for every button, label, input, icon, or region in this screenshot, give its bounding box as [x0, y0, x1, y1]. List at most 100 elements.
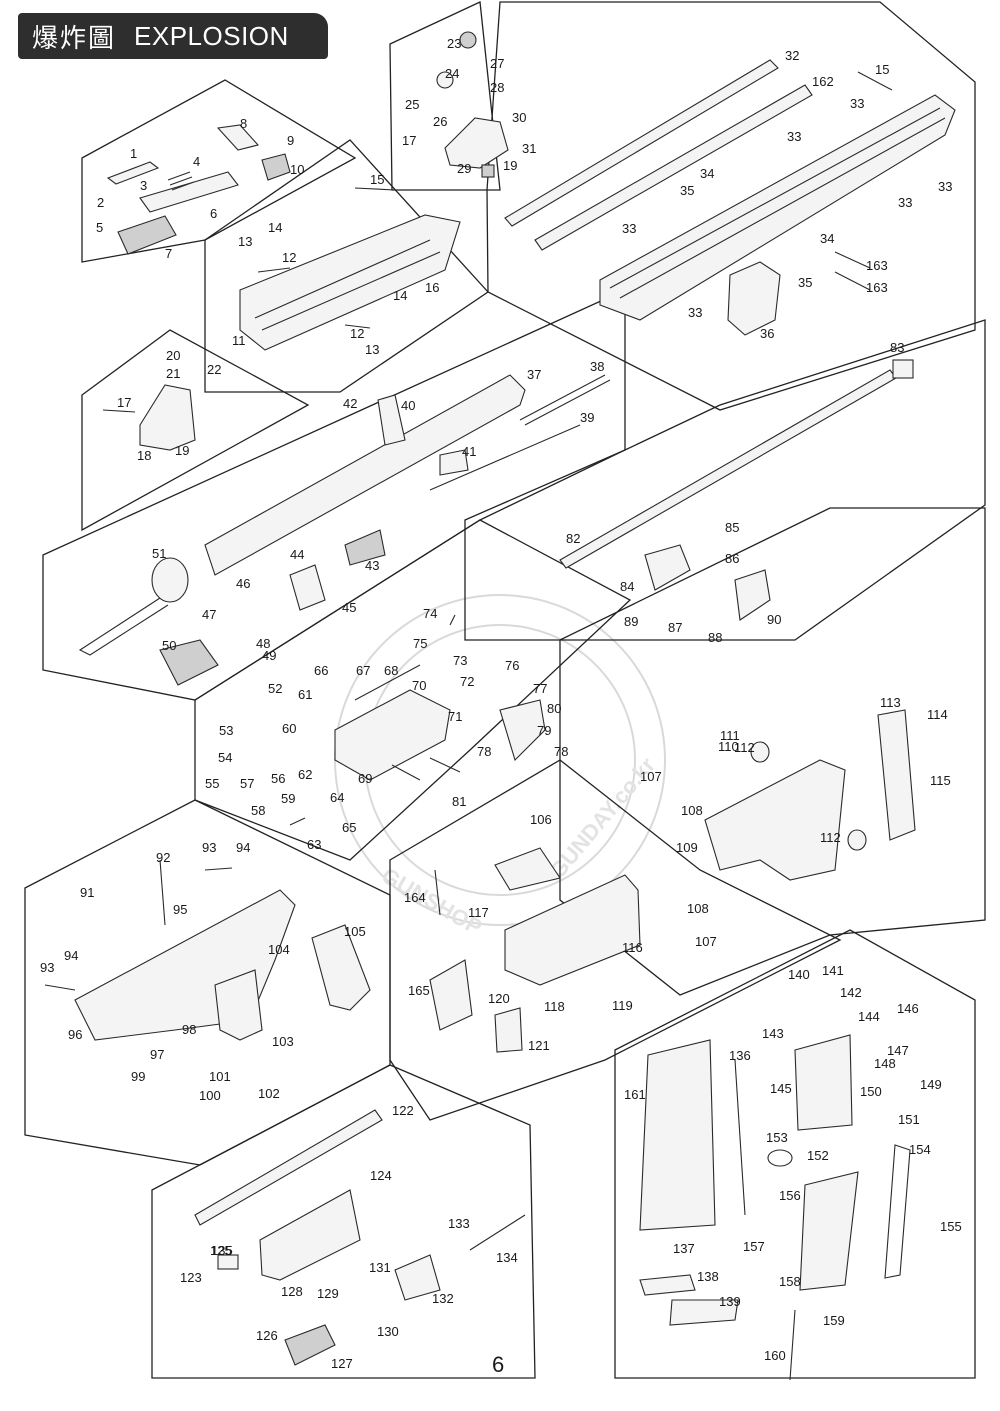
part-label: 28 — [490, 80, 504, 95]
part-label: 159 — [823, 1313, 845, 1328]
part-label: 131 — [369, 1260, 391, 1275]
parts-rails — [504, 59, 956, 336]
part-label: 35 — [680, 183, 694, 198]
panel-handguard-rear — [204, 139, 489, 393]
part-label: 75 — [413, 636, 427, 651]
header-title-en: EXPLOSION — [134, 20, 289, 51]
part-label: 160 — [764, 1348, 786, 1363]
part-label: 82 — [566, 531, 580, 546]
part-label: 88 — [708, 630, 722, 645]
part-label: 5 — [96, 220, 103, 235]
part-label: 163 — [866, 258, 888, 273]
part-label: 19 — [503, 158, 517, 173]
part-label: 134 — [496, 1250, 518, 1265]
part-label: 86 — [725, 551, 739, 566]
part-label: 9 — [287, 133, 294, 148]
part-label: 112 — [734, 740, 755, 755]
part-label: 3 — [140, 178, 147, 193]
part-label: 10 — [290, 162, 304, 177]
part-label: 144 — [858, 1009, 880, 1024]
part-label: 98 — [182, 1022, 196, 1037]
part-label: 33 — [688, 305, 702, 320]
part-label: 162 — [812, 74, 834, 89]
part-label: 156 — [779, 1188, 801, 1203]
part-label: 130 — [377, 1324, 399, 1339]
part-label: 17 — [117, 395, 131, 410]
part-label: 117 — [468, 905, 489, 920]
part-label: 48 — [256, 636, 270, 651]
part-label: 14 — [268, 220, 282, 235]
part-label: 51 — [152, 546, 166, 561]
part-label: 4 — [193, 154, 200, 169]
parts-gearbox — [194, 1109, 526, 1366]
part-label: 158 — [779, 1274, 801, 1289]
part-label: 53 — [219, 723, 233, 738]
part-label: 34 — [820, 231, 834, 246]
part-label: 138 — [697, 1269, 719, 1284]
part-label: 41 — [462, 444, 476, 459]
part-label: 155 — [940, 1219, 962, 1234]
part-label: 81 — [452, 794, 466, 809]
parts-lower — [44, 859, 371, 1041]
part-label: 106 — [530, 812, 552, 827]
part-label: 112 — [820, 830, 841, 845]
part-label: 107 — [695, 934, 717, 949]
part-label: 49 — [262, 648, 276, 663]
part-label: 1 — [130, 146, 137, 161]
part-label: 94 — [64, 948, 78, 963]
part-label: 147 — [887, 1043, 909, 1058]
part-label: 47 — [202, 607, 216, 622]
part-label: 126 — [256, 1328, 278, 1343]
part-label: 103 — [272, 1034, 294, 1049]
part-label: 52 — [268, 681, 282, 696]
part-label: 90 — [767, 612, 781, 627]
part-label: 71 — [448, 709, 462, 724]
part-label: 78 — [554, 744, 568, 759]
part-label: 46 — [236, 576, 250, 591]
part-label: 31 — [522, 141, 536, 156]
part-label: 111 — [720, 728, 740, 743]
part-label: 12 — [282, 250, 296, 265]
part-label: 114 — [927, 707, 948, 722]
part-label: 14 — [393, 288, 407, 303]
part-label: 13 — [365, 342, 379, 357]
parts-trigger — [289, 614, 546, 826]
part-label: 93 — [202, 840, 216, 855]
part-label: 129 — [317, 1286, 339, 1301]
part-label: 118 — [544, 999, 565, 1014]
header-title-zh: 爆炸圖 — [32, 23, 117, 54]
part-label: 143 — [762, 1026, 784, 1041]
parts-upper — [429, 847, 641, 1053]
part-label: 42 — [343, 396, 357, 411]
parts-charging-handle — [106, 124, 291, 255]
part-label: 73 — [453, 653, 467, 668]
part-label: 39 — [580, 410, 594, 425]
part-label: 97 — [150, 1047, 164, 1062]
part-label: 153 — [766, 1130, 788, 1145]
part-label: 36 — [760, 326, 774, 341]
panel-charging-handle — [81, 79, 357, 263]
part-label: 139 — [719, 1294, 741, 1309]
part-label: 137 — [673, 1241, 695, 1256]
part-label: 76 — [505, 658, 519, 673]
part-label: 102 — [258, 1086, 280, 1101]
part-label: 100 — [199, 1088, 221, 1103]
part-label: 30 — [512, 110, 526, 125]
part-label: 32 — [785, 48, 799, 63]
part-label: 21 — [166, 366, 180, 381]
parts-barrel — [78, 374, 611, 686]
panel-frames — [24, 1, 986, 1379]
part-label: 108 — [687, 901, 709, 916]
part-label: 61 — [298, 687, 312, 702]
part-label: 18 — [137, 448, 151, 463]
part-label: 68 — [384, 663, 398, 678]
part-label: 15 — [875, 62, 889, 77]
part-label: 122 — [392, 1103, 414, 1118]
watermark-text: GUNSHOP — [378, 863, 487, 940]
part-label: 89 — [624, 614, 638, 629]
part-label: 120 — [488, 991, 510, 1006]
part-label: 35 — [798, 275, 812, 290]
part-label: 37 — [527, 367, 541, 382]
